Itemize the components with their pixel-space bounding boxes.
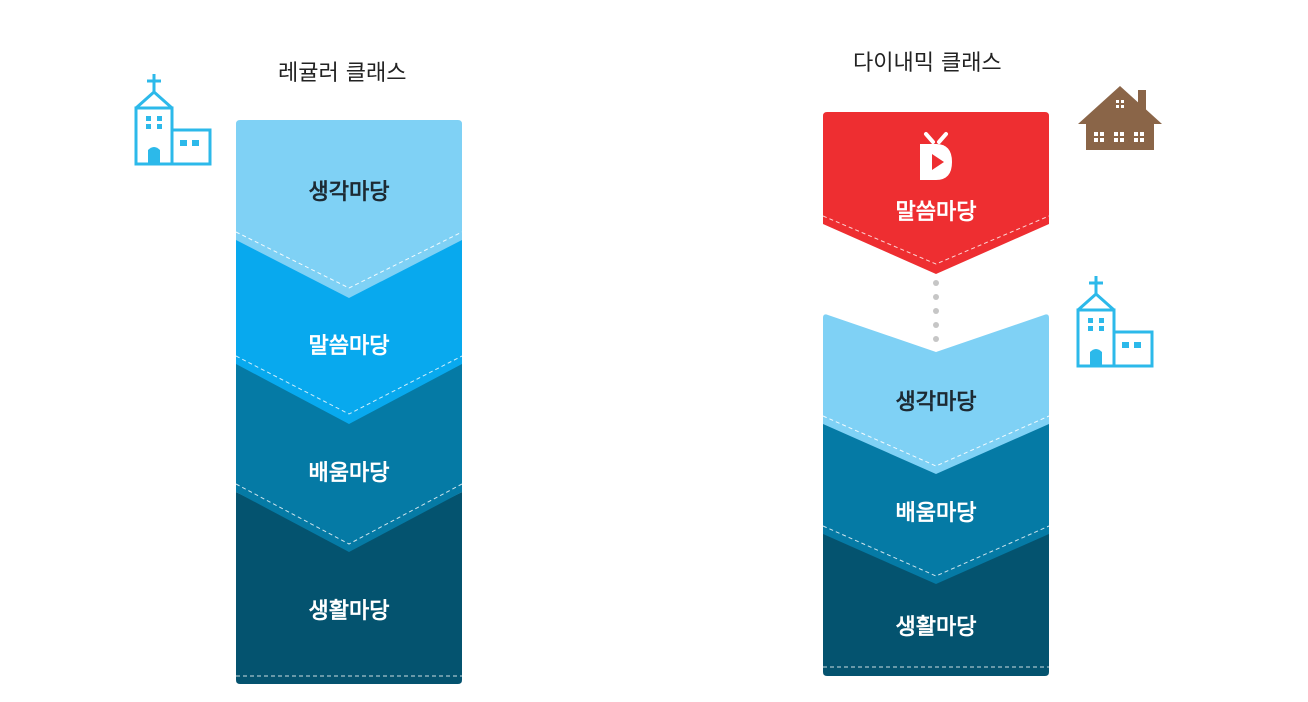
regular-layer-1-shape — [236, 120, 462, 298]
connector-dots — [933, 280, 939, 342]
dynamic-layer-3-shape — [823, 532, 1049, 676]
church-icon — [1076, 276, 1154, 368]
regular-layer-3-shape — [236, 362, 462, 552]
regular-layer-4-shape — [236, 492, 462, 684]
dynamic-layer-2-label: 배움마당 — [895, 501, 977, 526]
regular-layer-1-label: 생각마당 — [308, 180, 390, 205]
d-logo-icon — [920, 132, 952, 180]
dynamic-layer-2-shape — [823, 422, 1049, 584]
dynamic-layer-3-label: 생활마당 — [895, 615, 977, 640]
regular-layer-2-shape — [236, 238, 462, 424]
church-icon — [134, 74, 212, 166]
dynamic-layer-1-label: 생각마당 — [895, 390, 977, 415]
dynamic-class-title: 다이내믹 클래스 — [853, 51, 1002, 76]
regular-layer-4-label: 생활마당 — [308, 599, 390, 624]
regular-layer-3-label: 배움마당 — [308, 461, 390, 486]
house-icon — [1078, 86, 1162, 150]
regular-layer-2-label: 말씀마당 — [308, 334, 390, 359]
regular-class-title: 레귤러 클래스 — [278, 61, 407, 86]
dynamic-home-layer-shape — [823, 112, 1049, 274]
dynamic-home-layer-label: 말씀마당 — [895, 200, 977, 225]
dynamic-layer-1-shape — [823, 314, 1049, 474]
